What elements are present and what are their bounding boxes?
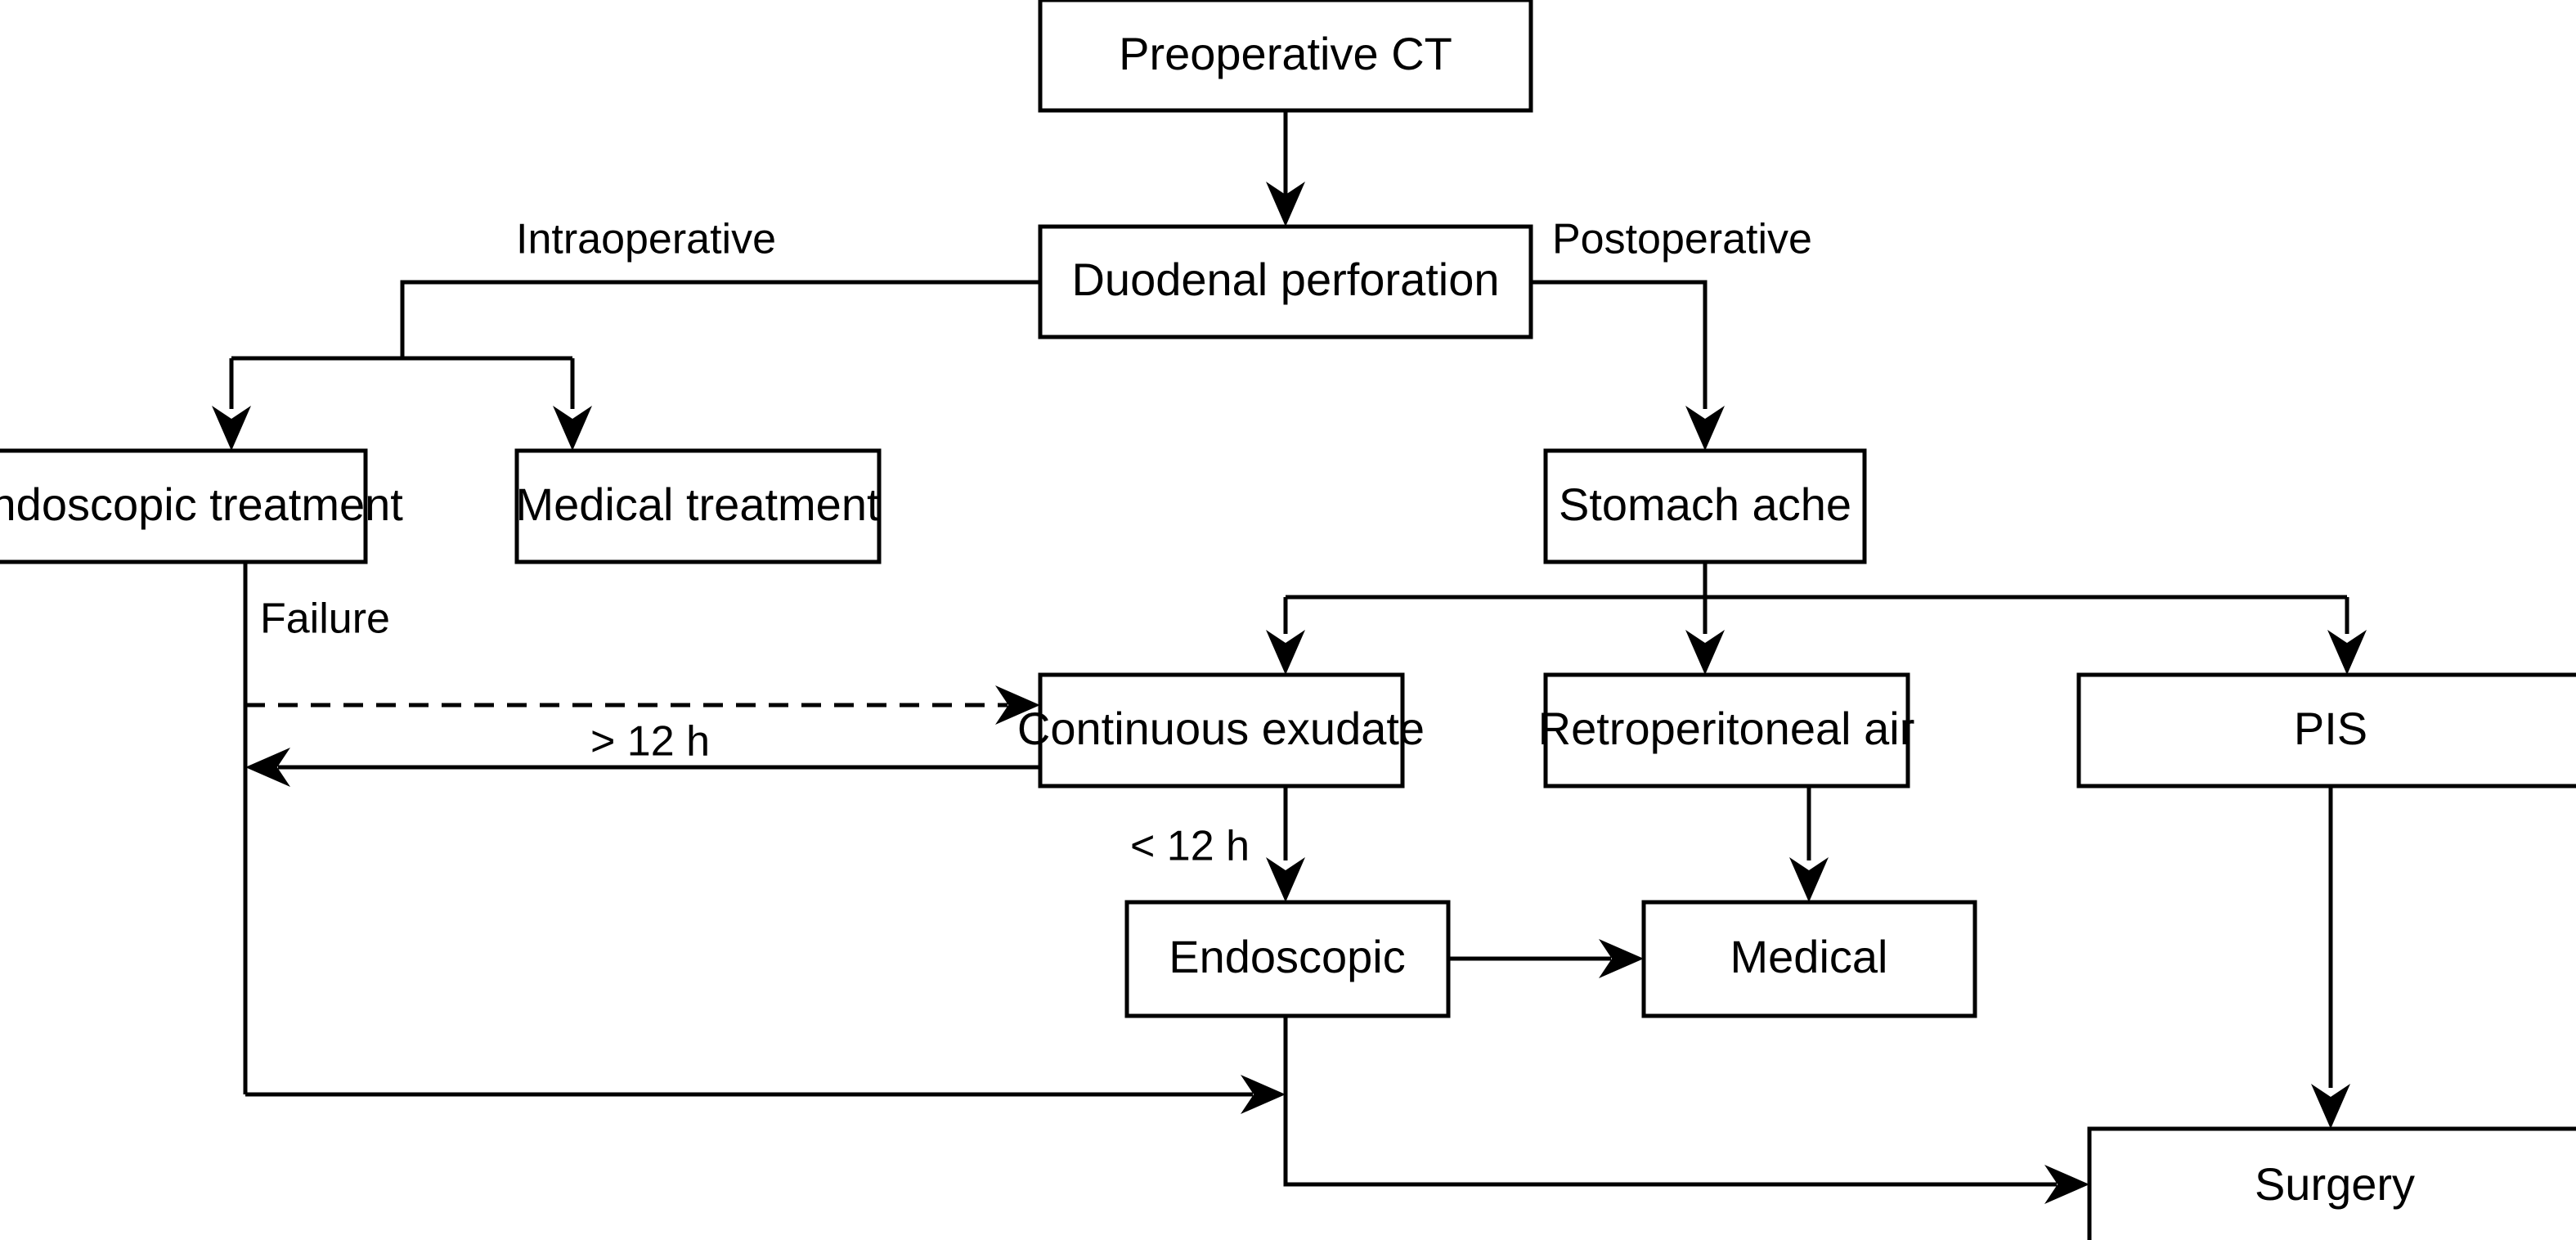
node-endoscopic[interactable]: Endoscopic	[1124, 900, 1451, 1018]
node-continuous-exudate[interactable]: Continuous exudate	[1017, 672, 1425, 788]
connection-stomach-ache-branches	[1266, 562, 2367, 675]
node-label-endoscopic: Endoscopic	[1169, 931, 1406, 982]
node-stomach-ache[interactable]: Stomach ache	[1543, 448, 1867, 564]
node-label-preoperative-ct: Preoperative CT	[1119, 28, 1452, 79]
node-pis[interactable]: PIS	[2076, 672, 2576, 788]
connection-perforation-to-stomach-ache	[1531, 280, 1725, 451]
connection-pis-to-surgery	[2311, 786, 2350, 1129]
connections-layer	[212, 110, 2367, 1204]
connection-ct-to-perforation	[1266, 110, 1305, 227]
connection-perforation-to-intraoperative-branch	[212, 280, 1040, 451]
connection-endoscopic-treatment-to-merge	[245, 1075, 1286, 1114]
node-retroperitoneal-air[interactable]: Retroperitoneal air	[1538, 672, 1915, 788]
connection-failure-dashed	[245, 685, 1040, 725]
node-label-pis: PIS	[2294, 703, 2367, 754]
node-medical[interactable]: Medical	[1641, 900, 1977, 1018]
edge-label-intraoperative: Intraoperative	[516, 216, 776, 263]
connection-retro-air-to-medical	[1789, 786, 1829, 902]
node-label-retroperitoneal-air: Retroperitoneal air	[1538, 703, 1915, 754]
connection-lt-12h	[1266, 786, 1305, 902]
node-label-duodenal-perforation: Duodenal perforation	[1071, 254, 1499, 305]
node-label-medical: Medical	[1730, 931, 1888, 982]
node-label-continuous-exudate: Continuous exudate	[1017, 703, 1425, 754]
node-label-endoscopic-treatment: Endoscopic treatment	[0, 478, 403, 530]
edge-label-failure: Failure	[260, 595, 390, 643]
connection-endoscopic-to-medical	[1448, 939, 1644, 978]
node-endoscopic-treatment[interactable]: Endoscopic treatment	[0, 448, 403, 564]
node-surgery[interactable]: Surgery	[2087, 1126, 2576, 1240]
node-label-stomach-ache: Stomach ache	[1559, 478, 1851, 530]
edge-label-postoperative: Postoperative	[1552, 216, 1812, 263]
connection-endoscopic-to-surgery	[1283, 1016, 2089, 1204]
edge-label-gt-12h: > 12 h	[590, 718, 710, 766]
edge-labels-layer: Intraoperative Postoperative Failure > 1…	[260, 216, 1812, 870]
edge-label-lt-12h: < 12 h	[1130, 823, 1250, 870]
node-label-surgery: Surgery	[2255, 1158, 2415, 1210]
node-preoperative-ct[interactable]: Preoperative CT	[1038, 0, 1533, 113]
node-medical-treatment[interactable]: Medical treatment	[514, 448, 882, 564]
node-duodenal-perforation[interactable]: Duodenal perforation	[1038, 224, 1533, 339]
node-label-medical-treatment: Medical treatment	[515, 478, 880, 530]
connection-gt-12h	[245, 748, 1040, 787]
